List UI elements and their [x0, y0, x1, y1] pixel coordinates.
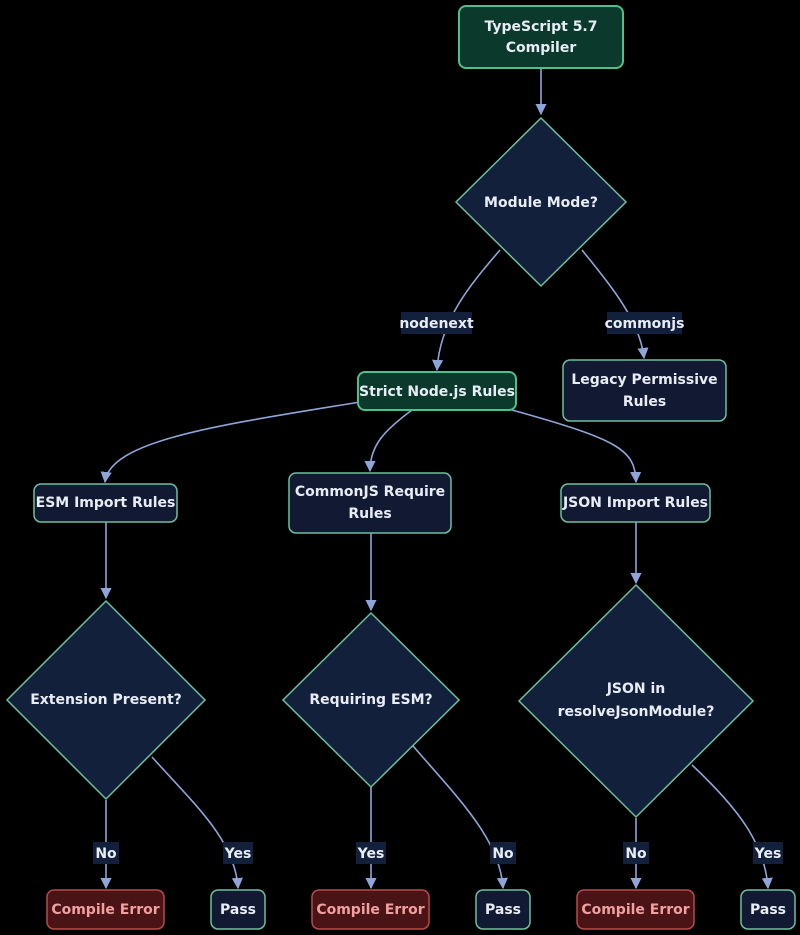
edge-strict-to-cjs — [364, 409, 413, 473]
node-json-resolve: JSON in resolveJsonModule? — [517, 583, 755, 819]
edge-label-json-yes: Yes — [753, 842, 783, 864]
node-ext-present: Extension Present? — [5, 599, 207, 801]
node-json-rules: JSON Import Rules — [560, 483, 711, 523]
node-pass1-text: Pass — [220, 902, 256, 918]
node-pass1: Pass — [210, 889, 266, 930]
edge-module-mode-nodenext — [432, 249, 501, 372]
node-cjs-rules-line2: Rules — [348, 506, 391, 522]
node-module-mode: Module Mode? — [454, 116, 628, 288]
edge-label-ext-yes: Yes — [223, 842, 253, 864]
node-pass2: Pass — [475, 889, 531, 930]
edge-label-commonjs: commonjs — [605, 312, 685, 334]
node-json-rules-text: JSON Import Rules — [562, 495, 708, 511]
node-esm-rules: ESM Import Rules — [33, 483, 178, 523]
node-compiler-line1: TypeScript 5.7 — [484, 19, 597, 35]
node-strict-rules-text: Strict Node.js Rules — [359, 384, 515, 400]
node-cjs-rules-line1: CommonJS Require — [295, 484, 445, 500]
node-json-resolve-line2: resolveJsonModule? — [558, 704, 715, 720]
edge-label-ext-no-text: No — [95, 846, 117, 862]
edge-label-json-no-text: No — [625, 846, 647, 862]
node-strict-rules: Strict Node.js Rules — [357, 371, 517, 411]
edge-label-nodenext: nodenext — [399, 312, 474, 334]
edge-module-mode-commonjs — [581, 249, 649, 360]
edge-label-req-no-text: No — [492, 846, 514, 862]
edge-label-nodenext-text: nodenext — [399, 316, 474, 332]
edge-label-req-yes: Yes — [356, 842, 386, 864]
nodes: TypeScript 5.7 Compiler Module Mode? Str… — [5, 5, 796, 930]
node-esm-rules-text: ESM Import Rules — [36, 495, 176, 511]
edge-labels: nodenext commonjs No Yes Yes No No Yes — [93, 312, 783, 864]
node-module-mode-text: Module Mode? — [484, 195, 598, 211]
node-compiler: TypeScript 5.7 Compiler — [458, 5, 624, 69]
node-requiring-esm: Requiring ESM? — [281, 611, 461, 789]
node-ext-present-text: Extension Present? — [30, 692, 182, 708]
node-legacy-rules: Legacy Permissive Rules — [562, 359, 727, 422]
node-err3: Compile Error — [576, 889, 695, 930]
node-json-resolve-line1: JSON in — [606, 681, 666, 697]
node-err3-text: Compile Error — [581, 902, 689, 918]
node-pass3: Pass — [740, 889, 796, 930]
edge-strict-to-esm — [100, 401, 361, 484]
node-requiring-esm-text: Requiring ESM? — [309, 692, 432, 708]
edge-label-req-no: No — [490, 842, 516, 864]
edge-strict-to-json — [511, 409, 642, 484]
edge-label-ext-no: No — [93, 842, 119, 864]
node-err1-text: Compile Error — [51, 902, 159, 918]
edge-json-yes — [691, 764, 773, 890]
edge-label-req-yes-text: Yes — [357, 846, 385, 862]
node-legacy-rules-line2: Rules — [623, 394, 666, 410]
node-pass3-text: Pass — [750, 902, 786, 918]
edge-label-json-no: No — [623, 842, 649, 864]
node-compiler-line2: Compiler — [506, 40, 577, 56]
node-cjs-rules: CommonJS Require Rules — [288, 472, 452, 534]
node-err2-text: Compile Error — [316, 902, 424, 918]
edge-label-ext-yes-text: Yes — [224, 846, 252, 862]
node-err2: Compile Error — [311, 889, 430, 930]
node-err1: Compile Error — [46, 889, 165, 930]
edge-ext-yes — [151, 756, 243, 890]
edge-label-json-yes-text: Yes — [754, 846, 782, 862]
node-legacy-rules-line1: Legacy Permissive — [571, 372, 717, 388]
node-pass2-text: Pass — [485, 902, 521, 918]
edge-req-no — [412, 745, 508, 890]
edge-label-commonjs-text: commonjs — [605, 316, 685, 332]
